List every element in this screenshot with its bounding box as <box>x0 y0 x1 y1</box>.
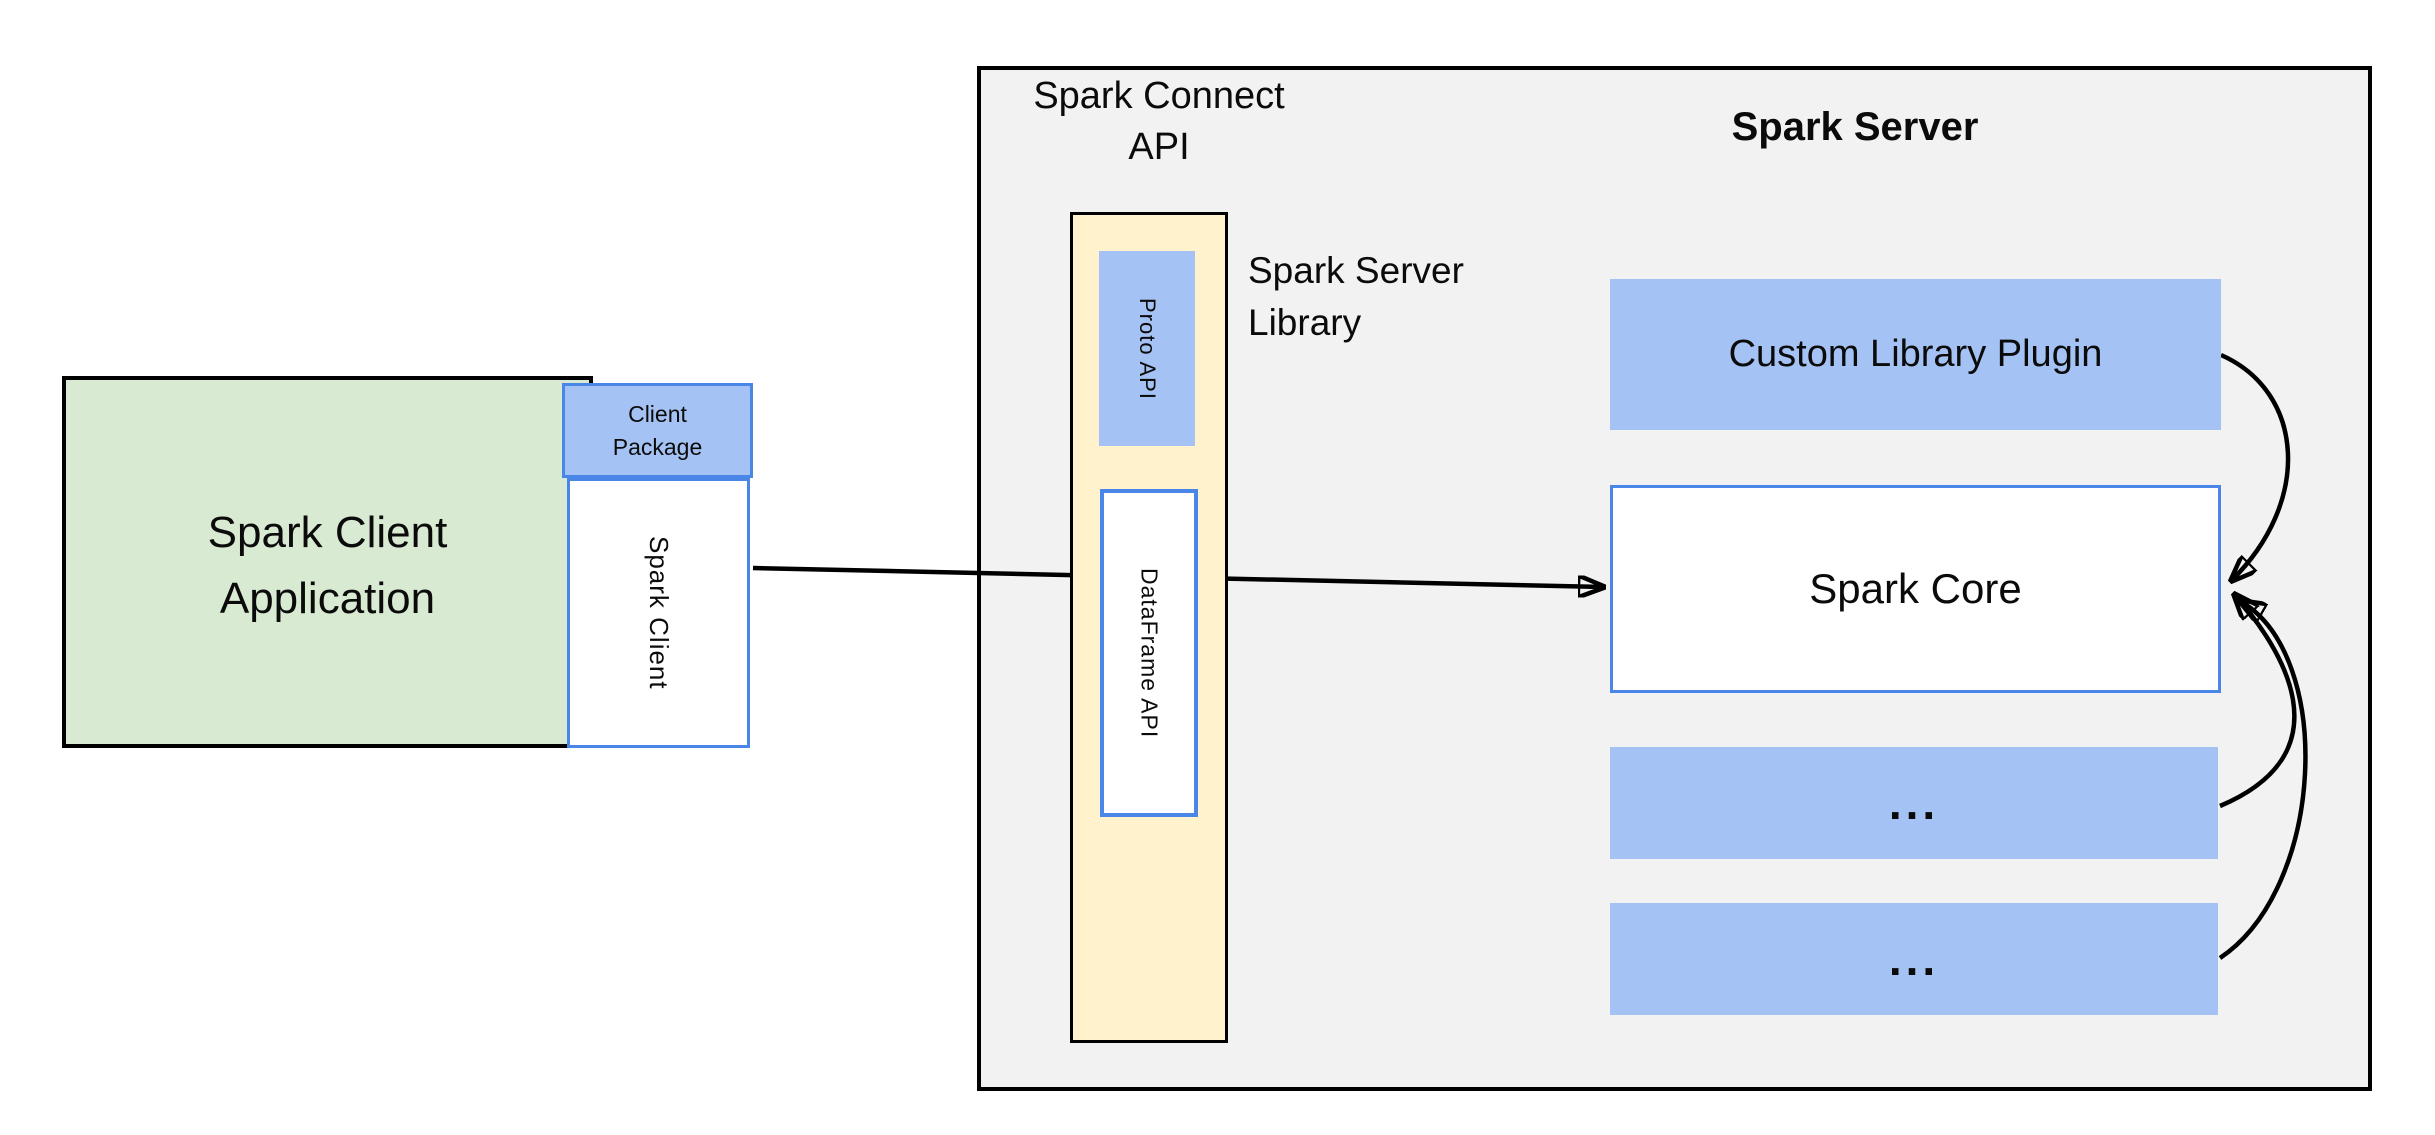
dataframe-api-box: DataFrame API <box>1100 489 1198 817</box>
proto-api-box: Proto API <box>1099 251 1195 446</box>
spark-client-box: Spark Client <box>567 478 750 748</box>
spark-connect-api-title: Spark Connect API <box>1033 75 1285 168</box>
spark-server-library-label: Spark Server Library <box>1248 250 1464 343</box>
proto-api-label: Proto API <box>1135 297 1160 400</box>
plugin-extension-box-1: ... <box>1610 747 2218 859</box>
dataframe-api-label: DataFrame API <box>1136 567 1163 739</box>
plugin-extension-box-2: ... <box>1610 903 2218 1015</box>
spark-client-application-box: Spark Client Application <box>62 376 593 748</box>
spark-client-label: Spark Client <box>644 536 674 690</box>
spark-core-box: Spark Core <box>1610 485 2221 693</box>
spark-server-title: Spark Server <box>1731 105 1979 149</box>
custom-library-plugin-box: Custom Library Plugin <box>1610 279 2221 430</box>
client-package-box: Client Package <box>562 383 753 478</box>
